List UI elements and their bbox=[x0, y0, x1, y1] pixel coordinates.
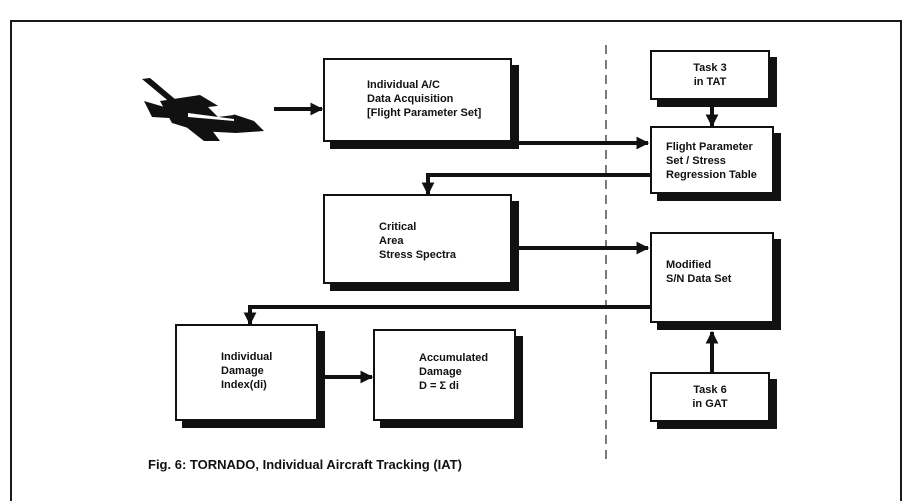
box-flight-parameter-table-label: Flight Parameter Set / Stress Regression… bbox=[666, 140, 757, 182]
box-modified-sn: Modified S/N Data Set bbox=[650, 232, 774, 323]
arrow-modified-to-damage bbox=[250, 307, 650, 324]
box-task3-label: Task 3 in TAT bbox=[652, 61, 768, 89]
box-flight-parameter-table: Flight Parameter Set / Stress Regression… bbox=[650, 126, 774, 194]
box-accumulated-damage: Accumulated Damage D = Σ di bbox=[373, 329, 516, 421]
tornado-jet-icon bbox=[138, 75, 268, 145]
box-task6: Task 6 in GAT bbox=[650, 372, 770, 422]
box-modified-sn-label: Modified S/N Data Set bbox=[666, 258, 731, 286]
box-data-acquisition: Individual A/C Data Acquisition [Flight … bbox=[323, 58, 512, 142]
box-task3: Task 3 in TAT bbox=[650, 50, 770, 100]
box-accumulated-damage-label: Accumulated Damage D = Σ di bbox=[419, 351, 488, 393]
box-critical-area-label: Critical Area Stress Spectra bbox=[379, 220, 456, 262]
box-individual-damage-label: Individual Damage Index(di) bbox=[221, 350, 272, 392]
box-data-acquisition-label: Individual A/C Data Acquisition [Flight … bbox=[367, 78, 481, 120]
box-task6-label: Task 6 in GAT bbox=[652, 383, 768, 411]
arrow-table-to-critical bbox=[428, 175, 650, 194]
box-individual-damage: Individual Damage Index(di) bbox=[175, 324, 318, 421]
figure-caption: Fig. 6: TORNADO, Individual Aircraft Tra… bbox=[148, 457, 462, 472]
box-critical-area: Critical Area Stress Spectra bbox=[323, 194, 512, 284]
